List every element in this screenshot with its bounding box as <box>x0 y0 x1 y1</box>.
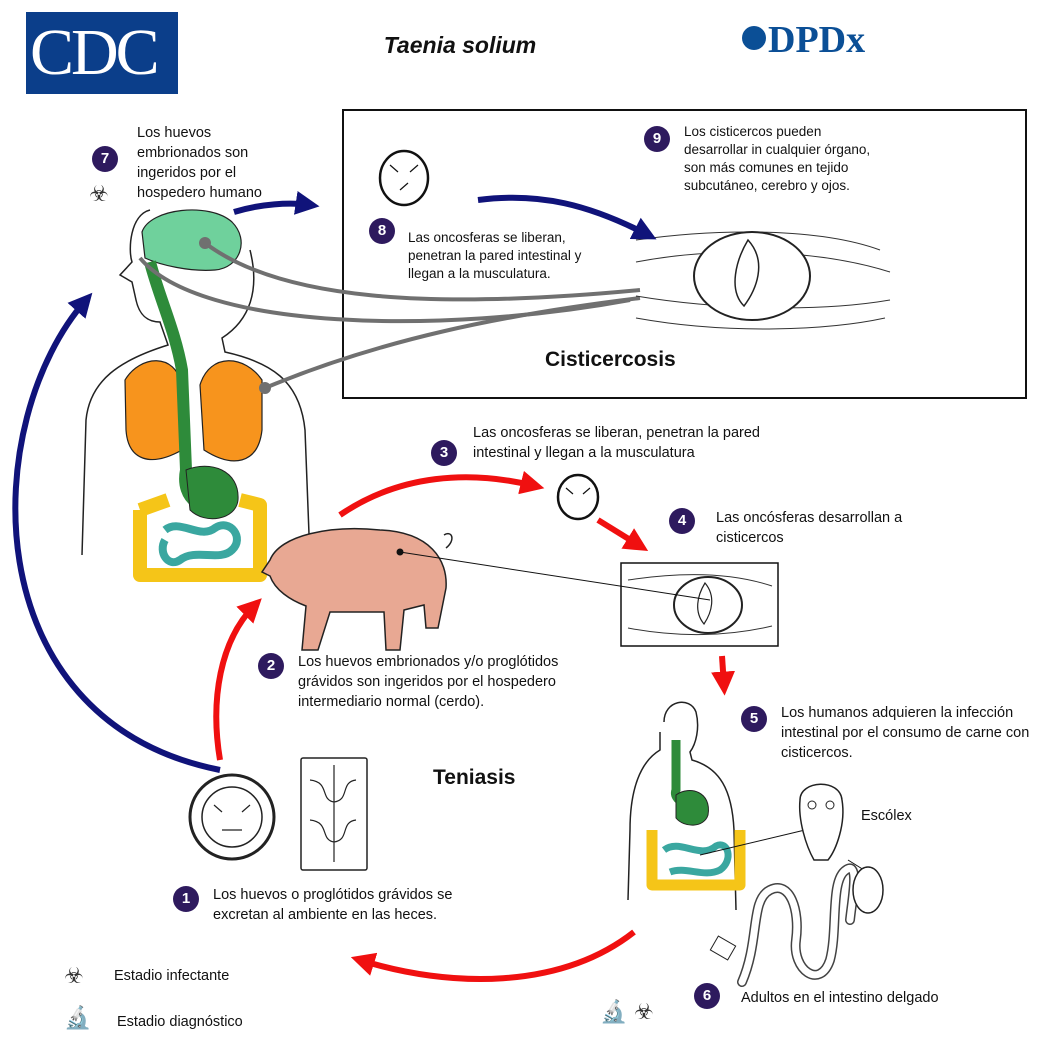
arrow-red-oncosphere-to-cyst <box>598 520 640 546</box>
arrow-blue-to-box <box>234 204 310 212</box>
step-2-badge: 2 <box>258 653 284 679</box>
arrow-red-human-to-egg <box>360 932 634 979</box>
gravid-proglottid-loose <box>710 936 735 960</box>
arrow-red-cyst-to-human <box>722 656 724 686</box>
step-9-badge: 9 <box>644 126 670 152</box>
step-4-badge: 4 <box>669 508 695 534</box>
step-1-caption: Los huevos o proglótidos grávidos se exc… <box>213 885 503 925</box>
step-4-caption: Las oncósferas desarrollan a cisticercos <box>716 508 906 548</box>
scolex-label: Escólex <box>861 806 912 826</box>
step-7-badge: 7 <box>92 146 118 172</box>
arrow-red-pig-to-oncosphere <box>340 477 535 515</box>
egg-illustration <box>190 775 274 859</box>
cysticercus-in-muscle-large <box>636 232 890 329</box>
human-figure-upper <box>82 210 310 575</box>
step-1-badge: 1 <box>173 886 199 912</box>
cdc-logo: CDC <box>26 12 178 94</box>
stomach-icon <box>186 466 238 518</box>
pig-illustration <box>262 529 452 650</box>
lungs-icon <box>125 361 262 461</box>
diagram-title: Taenia solium <box>300 32 620 59</box>
step-8-badge: 8 <box>369 218 395 244</box>
magnifier-circle <box>853 867 883 913</box>
oncosphere-box <box>380 151 428 205</box>
arrow-red-egg-to-pig <box>216 605 255 760</box>
legend-infective-label: Estadio infectante <box>114 968 229 984</box>
cysticercosis-label: Cisticercosis <box>545 348 676 372</box>
arrow-blue-egg-to-human <box>15 300 220 770</box>
microscope-icon: 🔬 <box>600 1000 627 1024</box>
connector-body-to-cyst <box>265 298 640 388</box>
biohazard-icon: ☣ <box>89 182 109 206</box>
human-figure-lower <box>628 702 740 910</box>
brain-icon <box>142 210 241 270</box>
proglottid-illustration <box>301 758 367 870</box>
cysticercus-in-muscle-small <box>621 563 778 646</box>
legend-diagnostic-label: Estadio diagnóstico <box>117 1014 243 1030</box>
step-3-caption: Las oncosferas se liberan, penetran la p… <box>473 423 773 463</box>
step-2-caption: Los huevos embrionados y/o proglótidos g… <box>298 652 603 712</box>
step-6-caption: Adultos en el intestino delgado <box>741 988 939 1008</box>
legend-microscope-icon: 🔬 <box>64 1006 91 1030</box>
step-6-badge: 6 <box>694 983 720 1009</box>
step-5-badge: 5 <box>741 706 767 732</box>
step-9-caption: Los cisticercos pueden desarrollar in cu… <box>684 123 874 195</box>
oncosphere-middle <box>558 475 598 519</box>
scolex-illustration <box>800 784 843 860</box>
step-5-caption: Los humanos adquieren la infección intes… <box>781 703 1043 763</box>
step-3-badge: 3 <box>431 440 457 466</box>
small-intestine-icon <box>163 525 237 562</box>
step-8-caption: Las oncosferas se liberan, penetran la p… <box>408 229 590 283</box>
taeniasis-label: Teniasis <box>433 766 515 790</box>
legend-biohazard-icon: ☣ <box>64 964 84 988</box>
dpdx-logo: DPDx <box>742 18 865 62</box>
step-7-caption: Los huevos embrionados son ingeridos por… <box>137 123 297 203</box>
biohazard-icon: ☣ <box>634 1000 654 1024</box>
